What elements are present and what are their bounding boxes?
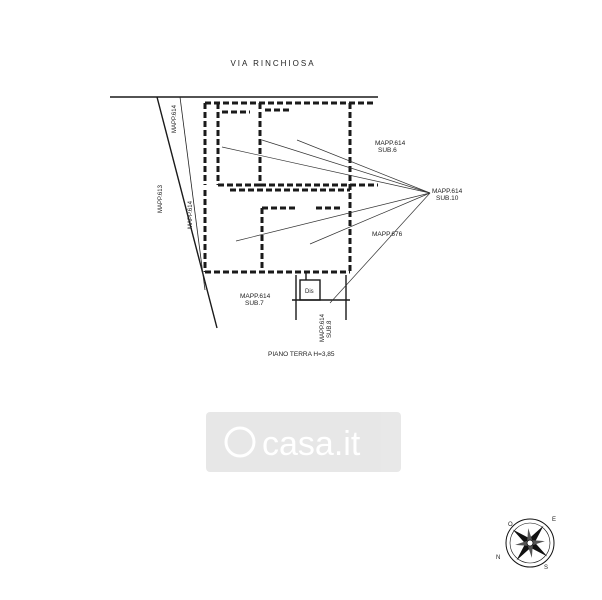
- boundary-line-left: [156, 96, 218, 329]
- building-walls: [203, 101, 378, 274]
- street-label: VIA RINCHIOSA: [230, 59, 315, 68]
- dis-room: [292, 272, 350, 320]
- label-dis: Dis: [305, 289, 314, 295]
- label-mapp676: MAPP.676: [372, 231, 403, 238]
- label-left-mapp614-top: MAPP.614: [172, 104, 178, 133]
- label-left-mapp614-bottom: MAPP.614: [188, 200, 194, 229]
- label-mapp614-sub6-line1: MAPP.614: [375, 140, 406, 147]
- label-mapp614-sub7-line1: MAPP.614: [240, 293, 271, 300]
- label-mapp614-sub10-line2: SUB.10: [436, 195, 459, 202]
- label-left-mapp613: MAPP.613: [158, 184, 164, 213]
- compass-o: O: [508, 522, 513, 528]
- watermark: casa.it: [206, 412, 401, 472]
- label-mapp614-sub8-line1: MAPP.614: [320, 313, 326, 342]
- compass-s: S: [544, 565, 548, 571]
- house-icon: [224, 426, 256, 458]
- compass-rose: O E N S: [496, 517, 556, 571]
- compass-n: N: [496, 555, 500, 561]
- svg-text:casa.it: casa.it: [262, 425, 361, 463]
- leader-lines: [221, 139, 431, 304]
- compass-e: E: [552, 517, 556, 523]
- label-mapp614-sub8-line2: SUB.8: [327, 320, 333, 338]
- boundary-line-inner: [179, 96, 206, 291]
- label-mapp614-sub6-line2: SUB.6: [378, 147, 397, 154]
- label-mapp614-sub7-line2: SUB.7: [245, 300, 264, 307]
- label-mapp614-sub10-line1: MAPP.614: [432, 188, 463, 195]
- floor-label: PIANO TERRA H=3,85: [268, 351, 335, 358]
